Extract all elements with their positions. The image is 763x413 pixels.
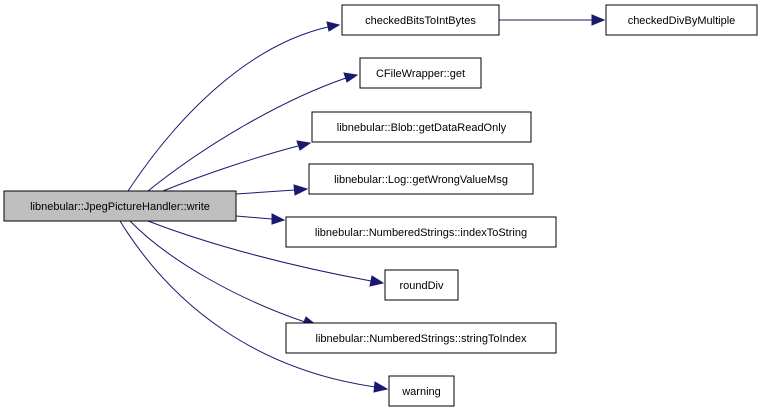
arrowhead-icon xyxy=(271,213,286,225)
arrowhead-icon xyxy=(296,140,312,151)
edge-line xyxy=(127,26,329,192)
arrowhead-icon xyxy=(343,72,359,83)
node-label: libnebular::Log::getWrongValueMsg xyxy=(334,174,508,186)
node-box xyxy=(285,216,557,248)
node-label: CFileWrapper::get xyxy=(376,68,465,80)
arrowhead-icon xyxy=(326,21,341,32)
node-label: warning xyxy=(401,386,441,398)
node-write[interactable]: libnebular::JpegPictureHandler::write xyxy=(3,190,237,222)
node-box xyxy=(384,269,459,301)
node-checkedBits[interactable]: checkedBitsToIntBytes xyxy=(341,4,500,36)
edge-write-to-cfw xyxy=(147,72,359,192)
edge-write-to-idx2str xyxy=(235,213,286,225)
node-box xyxy=(388,375,455,407)
edge-write-to-log xyxy=(235,184,309,196)
call-graph-nodes: libnebular::JpegPictureHandler::write che… xyxy=(3,4,758,407)
node-box xyxy=(359,57,482,89)
node-label: libnebular::NumberedStrings::stringToInd… xyxy=(316,333,527,345)
arrowhead-icon xyxy=(591,14,606,26)
edge-write-to-blob xyxy=(162,140,312,192)
edge-line xyxy=(147,220,372,282)
node-label: libnebular::JpegPictureHandler::write xyxy=(30,201,210,213)
node-label: roundDiv xyxy=(399,280,444,292)
arrowhead-icon xyxy=(293,184,309,196)
node-cfw[interactable]: CFileWrapper::get xyxy=(359,57,482,89)
arrowhead-icon xyxy=(373,381,389,393)
node-round[interactable]: roundDiv xyxy=(384,269,459,301)
node-box xyxy=(605,4,758,36)
node-idx2str[interactable]: libnebular::NumberedStrings::indexToStri… xyxy=(285,216,557,248)
edge-checkedBits-to-checkedDiv xyxy=(499,14,606,26)
node-box xyxy=(341,4,500,36)
edge-line xyxy=(129,220,306,323)
node-box xyxy=(3,190,237,222)
edge-write-to-round xyxy=(147,220,385,287)
edge-write-to-warn xyxy=(119,220,389,393)
edge-write-to-checkedBits xyxy=(127,21,341,192)
node-label: checkedDivByMultiple xyxy=(628,15,736,27)
edge-line xyxy=(235,189,296,195)
node-label: libnebular::Blob::getDataReadOnly xyxy=(337,122,507,134)
edge-line xyxy=(147,77,347,192)
arrowhead-icon xyxy=(369,275,385,287)
edge-line xyxy=(235,215,273,220)
node-label: libnebular::NumberedStrings::indexToStri… xyxy=(315,227,527,239)
node-box xyxy=(308,163,534,195)
node-checkedDiv[interactable]: checkedDivByMultiple xyxy=(605,4,758,36)
node-label: checkedBitsToIntBytes xyxy=(365,15,476,27)
node-box xyxy=(311,111,532,143)
edge-line xyxy=(162,145,299,192)
edge-line xyxy=(119,220,376,388)
node-warn[interactable]: warning xyxy=(388,375,455,407)
node-str2idx[interactable]: libnebular::NumberedStrings::stringToInd… xyxy=(285,322,557,354)
node-box xyxy=(285,322,557,354)
node-log[interactable]: libnebular::Log::getWrongValueMsg xyxy=(308,163,534,195)
node-blob[interactable]: libnebular::Blob::getDataReadOnly xyxy=(311,111,532,143)
